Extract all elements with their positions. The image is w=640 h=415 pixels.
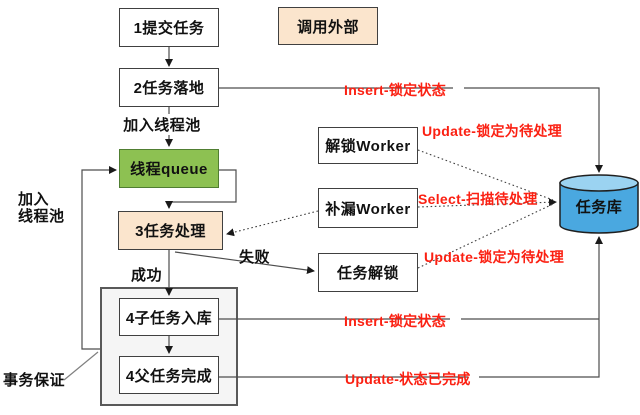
node-submit-task: 1提交任务 (119, 8, 219, 47)
annotation-update-lock-pending: Update-锁定为待处理 (424, 249, 565, 265)
label-task-db: 任务库 (575, 199, 623, 216)
node-external-call: 调用外部 (278, 7, 378, 45)
label-join-pool-left: 加入 线程池 (18, 191, 78, 225)
node-fill-worker: 补漏Worker (318, 188, 418, 228)
label-join-pool-left-line1: 加入 (18, 191, 50, 208)
node-task-landing: 2任务落地 (119, 68, 219, 107)
annotation-update-status-done: Update-状态已完成 (345, 371, 471, 387)
edge-fill-worker-to-process (226, 210, 319, 237)
label-join-pool-left-line2: 线程池 (18, 208, 65, 225)
transaction-pointer-line (63, 351, 99, 381)
node-thread-queue: 线程queue (119, 149, 219, 188)
annotation-insert-locked-bottom: Insert-锁定状态 (344, 313, 447, 329)
node-subtask-insert: 4子任务入库 (119, 298, 219, 336)
label-join-thread-pool: 加入线程池 (123, 114, 201, 135)
annotation-select-scan-pending: Select-扫描待处理 (418, 191, 538, 207)
node-task-unlock: 任务解锁 (318, 253, 418, 292)
label-transaction-guarantee: 事务保证 (3, 372, 66, 389)
annotation-update-unlock-pending: Update-锁定为待处理 (422, 123, 563, 139)
node-unlock-worker: 解锁Worker (318, 127, 418, 164)
node-task-processing: 3任务处理 (118, 211, 223, 250)
label-failure: 失败 (239, 249, 271, 266)
annotation-insert-locked-top: Insert-锁定状态 (344, 82, 447, 98)
node-parent-complete: 4父任务完成 (119, 356, 219, 394)
label-success: 成功 (131, 267, 163, 284)
